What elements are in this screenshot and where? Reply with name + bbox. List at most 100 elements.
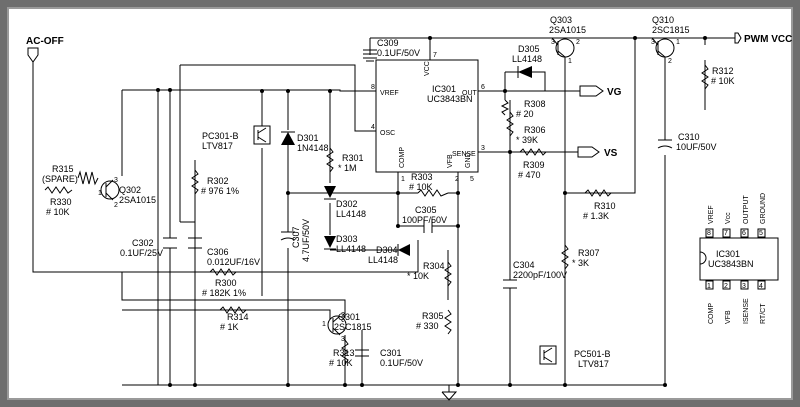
pwm-vcc-label: PWM VCC [744, 34, 792, 45]
transistor-pin-numbers: 3 1 2 3 2 1 3 1 2 1 2 3 [98, 39, 680, 343]
r314-symbol [219, 306, 247, 314]
d305-value: LL4148 [512, 54, 542, 64]
q302-pin-a: 3 [114, 177, 118, 184]
q303-pin-b: 1 [568, 58, 572, 65]
c307-value: 4.7UF/50V [301, 219, 311, 262]
d305-symbol [505, 66, 546, 91]
ic301-part: UC3843BN [427, 94, 473, 104]
d305-ref: D305 [518, 44, 540, 54]
r303-ref: R303 [411, 172, 433, 182]
pinout-top-label-2: Vcc [725, 212, 732, 224]
d304-ref: D304 [376, 245, 398, 255]
pin4-number: 4 [371, 124, 375, 131]
d304-value: LL4148 [368, 255, 398, 265]
c310-value: 10UF/50V [676, 142, 717, 152]
pinout-bottom-label-3: ISENSE [743, 298, 750, 324]
c307-symbol-b [280, 237, 296, 241]
r305-ref: R305 [422, 311, 444, 321]
c305-value: 100PF/50V [402, 215, 447, 225]
pin6-number: 6 [481, 84, 485, 91]
c310-ref: C310 [678, 132, 700, 142]
d301-symbol [281, 131, 295, 145]
pin-osc-label: OSC [380, 130, 395, 137]
pinout-bottom-label-4: RT/CT [760, 303, 767, 324]
pc301-value: LTV817 [202, 141, 233, 151]
r308-symbol [500, 99, 510, 116]
c302-value: 0.1UF/25V [120, 248, 163, 258]
terminals [27, 32, 742, 158]
q301-pin-a: 1 [322, 321, 326, 328]
r310-symbol [584, 189, 612, 197]
r304-ref: R304 [423, 261, 445, 271]
junction-dots [156, 36, 707, 387]
q302-value: 2SA1015 [119, 195, 156, 205]
pinout-top-label-1: VREF [708, 205, 715, 224]
ic301-ref: IC301 [432, 84, 456, 94]
pc501-value: LTV817 [578, 359, 609, 369]
c306-value: 0.012UF/16V [207, 257, 260, 267]
pin1-number: 1 [401, 176, 405, 183]
q310-pin-c: 1 [676, 39, 680, 46]
pwm-vcc-arrow [734, 32, 742, 44]
d303-symbol [324, 236, 336, 250]
r312-ref: R312 [712, 66, 734, 76]
q301-pin-b: 2 [341, 312, 345, 319]
d303-ref: D303 [336, 234, 358, 244]
r304-value: * 10K [407, 271, 429, 281]
ac-off-label: AC-OFF [26, 36, 64, 47]
capacitors [163, 49, 673, 357]
r313-value: # 10K [329, 358, 353, 368]
ac-off-terminal [27, 47, 39, 63]
pin3-number: 3 [481, 145, 485, 152]
d302-ref: D302 [336, 199, 358, 209]
r330-ref: R330 [50, 197, 72, 207]
q303-pin-a: 3 [551, 39, 555, 46]
pinout-part: UC3843BN [708, 259, 754, 269]
pin-comp-label: COMP [399, 147, 406, 168]
r302-value: # 976 1% [201, 186, 239, 196]
r302-ref: R302 [207, 176, 229, 186]
r309-symbol [519, 148, 547, 156]
c305-ref: C305 [415, 205, 437, 215]
pinout-top-pin-4: 5 [759, 230, 763, 237]
pc501-symbol [539, 345, 557, 365]
r304-symbol [444, 261, 452, 287]
pinout-top-label-4: GROUND [760, 193, 767, 224]
c309-value: 0.1UF/50V [377, 48, 420, 58]
transistors [100, 37, 675, 336]
r303-symbol [417, 189, 449, 197]
pinout-bottom-pin-1: 1 [707, 283, 711, 290]
c310-symbol-b [657, 145, 673, 149]
q301-ref: Q301 [338, 312, 360, 322]
q301-pin-c: 3 [341, 336, 345, 343]
r314-value: # 1K [220, 322, 239, 332]
d301-ref: D301 [297, 133, 319, 143]
r313-ref: R313 [333, 348, 355, 358]
pin-vcc-label: VCC [424, 61, 431, 76]
vg-arrow [579, 85, 604, 97]
ic-pinout: IC301 UC3843BN 8 7 6 5 1 2 3 4 VREF Vcc … [699, 193, 779, 324]
c306-ref: C306 [207, 247, 229, 257]
q302-ref: Q302 [119, 185, 141, 195]
pinout-top-pin-2: 7 [724, 230, 728, 237]
pinout-bottom-pin-4: 4 [759, 283, 763, 290]
r315-ref: R315 [52, 164, 74, 174]
labels: AC-OFF PWM VCC VG VS C309 0.1UF/50V D305… [26, 15, 792, 369]
r315-value: (SPARE) [42, 174, 78, 184]
r308-value: # 20 [516, 109, 534, 119]
r301-ref: R301 [342, 153, 364, 163]
d304-symbol [397, 244, 410, 256]
q303-symbol [551, 37, 575, 58]
q302-pin-b: 1 [98, 190, 102, 197]
c304-value: 2200pF/100V [513, 270, 567, 280]
r308-ref: R308 [524, 99, 546, 109]
q310-ref: Q310 [652, 15, 674, 25]
pin5-number: 5 [470, 176, 474, 183]
r306-symbol [506, 111, 514, 137]
pin-out-label: OUT [462, 90, 478, 97]
vg-label: VG [607, 87, 622, 98]
r312-symbol [701, 64, 709, 90]
c302-ref: C302 [132, 238, 154, 248]
r312-value: # 10K [711, 76, 735, 86]
